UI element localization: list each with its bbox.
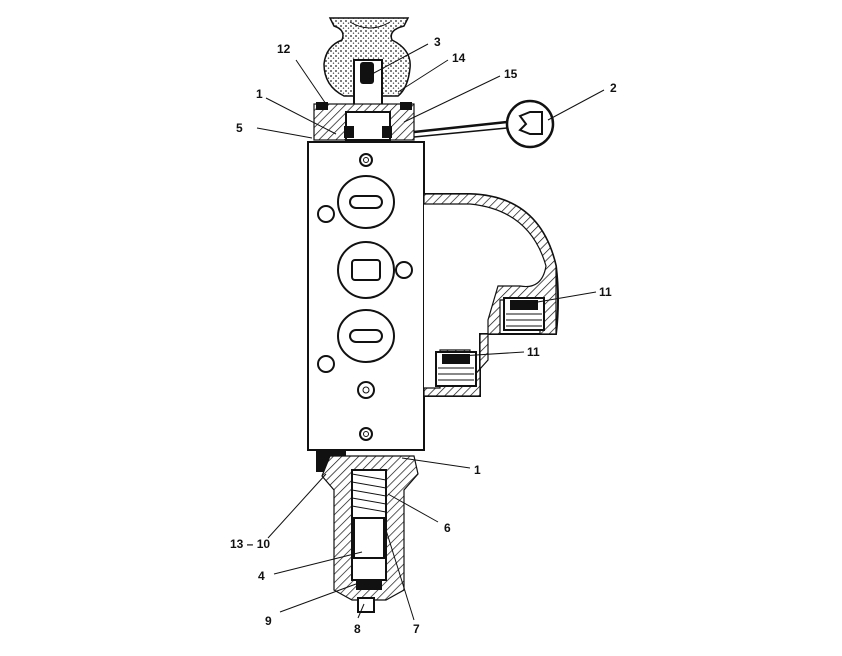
callout-11-lower: 11 xyxy=(527,345,540,359)
spring-housing xyxy=(316,450,419,613)
callout-6: 6 xyxy=(444,521,451,535)
callout-12: 12 xyxy=(277,42,291,56)
callout-9: 9 xyxy=(265,614,272,628)
seal-detail-circle xyxy=(413,99,555,149)
callout-3: 3 xyxy=(434,35,441,49)
rubber-boot xyxy=(323,17,411,97)
callout-7: 7 xyxy=(413,622,420,636)
callout-11-upper: 11 xyxy=(599,285,612,299)
callout-5: 5 xyxy=(236,121,243,135)
callout-2: 2 xyxy=(610,81,617,95)
callout-13-10: 13 – 10 xyxy=(230,537,270,551)
leader-lines xyxy=(256,43,605,621)
callout-4: 4 xyxy=(258,569,265,583)
retainer-plate xyxy=(313,102,415,141)
callout-labels: 12 1 5 3 14 15 2 11 11 1 6 13 – 10 4 9 8… xyxy=(230,35,617,636)
callout-1-top: 1 xyxy=(256,87,263,101)
callout-15: 15 xyxy=(504,67,518,81)
callout-14: 14 xyxy=(452,51,466,65)
callout-1-bottom: 1 xyxy=(474,463,481,477)
valve-body xyxy=(307,141,425,451)
callout-8: 8 xyxy=(354,622,361,636)
side-housing xyxy=(423,193,559,397)
